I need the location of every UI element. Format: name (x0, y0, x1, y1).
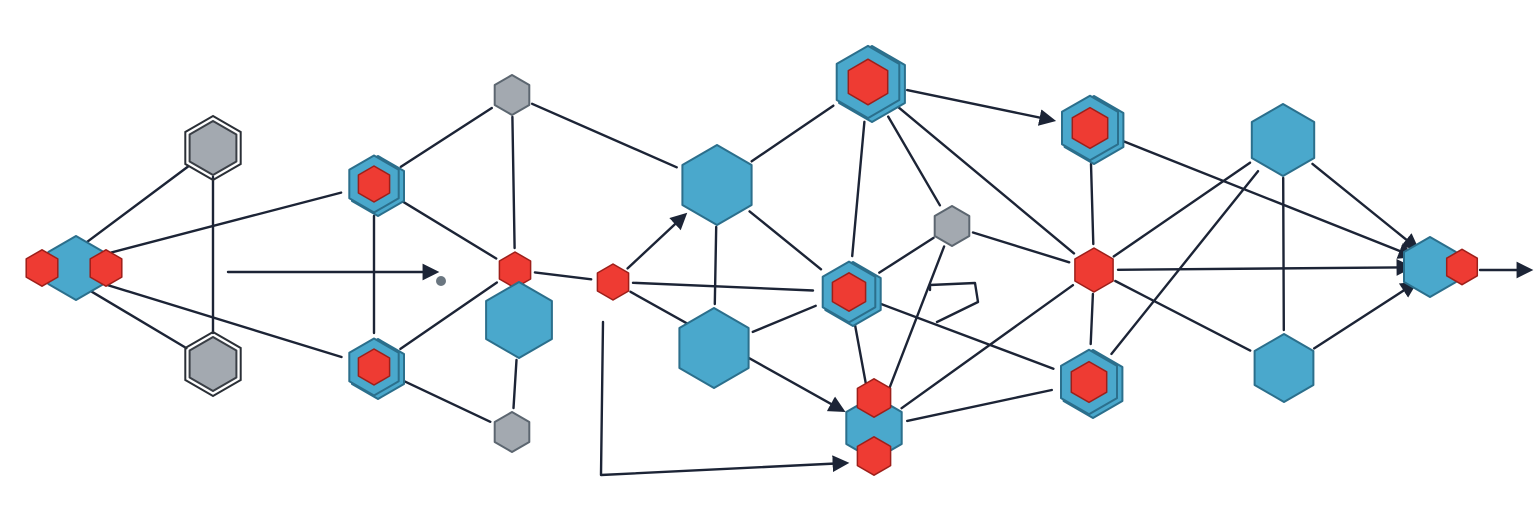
node-gray-bottom-left (184, 330, 242, 398)
edge-gm-hub (971, 231, 1071, 264)
node-cluster-bottom-center-red-bottom (856, 436, 892, 476)
edge-gm-bc (885, 245, 946, 396)
node-blue-top-right-hexagon (1250, 103, 1316, 177)
node-gray-top-mid-hexagon (493, 74, 531, 116)
edge-r2-bl1 (626, 212, 688, 270)
node-cluster-lower-left-red-center (357, 348, 391, 386)
edge-r2-mc (631, 281, 815, 292)
node-cluster-center-red-center (831, 272, 867, 312)
edge-bl1-tc (750, 104, 835, 163)
node-right-exit (1403, 236, 1479, 298)
edge-bc-hub (900, 284, 1075, 410)
node-red-hub-hexagon (1074, 247, 1114, 293)
node-cluster-top-right-red-center (1071, 106, 1109, 150)
junction-dot (436, 276, 446, 286)
edge-hub-lc (1089, 292, 1095, 346)
node-cluster-upper-left (348, 154, 405, 217)
edge-hub-end (1116, 259, 1414, 276)
node-gray-bottom-mid-hexagon (493, 411, 531, 453)
node-cluster-lower-right (1060, 348, 1124, 419)
node-gray-bottom-left-hexagon (188, 336, 238, 392)
edge-tc-gm (887, 115, 942, 207)
node-blue-mid-left (485, 281, 553, 359)
node-gray-top-left-outline (184, 114, 242, 182)
node-gray-top-mid (493, 74, 531, 116)
edge-b1-t2 (512, 358, 518, 410)
edge-bl1-mc (748, 210, 823, 271)
node-cluster-upper-left-red-center (357, 165, 391, 203)
edge-c2-r1 (399, 281, 499, 351)
node-cluster-center (821, 260, 882, 327)
edge-rc-end (1122, 140, 1416, 259)
node-blue-bottom-right (1253, 333, 1315, 403)
node-cluster-bottom-center (845, 378, 903, 476)
edge-c1-t1 (399, 106, 493, 168)
node-gray-top-left (184, 114, 242, 182)
edge-tc-mc (851, 120, 866, 258)
edge-tc-hub (897, 106, 1076, 255)
edge-hub-br1 (1112, 161, 1252, 258)
node-blue-top-right (1250, 103, 1316, 177)
edge-br2-end (1312, 281, 1418, 350)
node-gray-right-mid (933, 205, 971, 247)
node-blue-large-bottom (678, 307, 750, 389)
edge-bottom-loop (599, 320, 850, 477)
edge-lc-br1 (1110, 169, 1260, 356)
node-layer (25, 44, 1479, 476)
edge-bl1-bl2 (713, 225, 718, 306)
node-red-junction-1 (498, 251, 532, 289)
node-red-junction-2 (596, 263, 630, 301)
node-gray-right-mid-hexagon (933, 205, 971, 247)
node-cluster-top-center-red-center (847, 58, 889, 106)
node-blue-large-top (681, 144, 753, 226)
edge-l-g2 (74, 281, 188, 350)
edge-bc-lc (906, 388, 1054, 423)
node-red-junction-1-hexagon (498, 251, 532, 289)
edge-hub-br2 (1114, 279, 1252, 352)
node-red-junction-2-hexagon (596, 263, 630, 301)
node-cluster-lower-left (348, 337, 405, 400)
edge-t1-bl1 (530, 102, 678, 169)
edge-l-c1 (77, 191, 343, 263)
edge-r1-r2 (533, 271, 593, 281)
node-blue-mid-left-hexagon (485, 281, 553, 359)
node-blue-large-bottom-hexagon (678, 307, 750, 389)
node-blue-bottom-right-hexagon (1253, 333, 1315, 403)
edge-l-c2 (77, 275, 343, 359)
node-cluster-lower-right-red-center (1070, 360, 1108, 404)
edge-mc-lc (879, 302, 1055, 370)
node-gray-bottom-mid (493, 411, 531, 453)
edge-rc-hub (1089, 162, 1095, 246)
edge-c2-t2 (401, 379, 492, 423)
edge-t1-r1 (511, 115, 516, 250)
edge-tc-rc (906, 88, 1057, 126)
node-cluster-top-right (1061, 94, 1125, 165)
node-gray-bottom-left-outline (184, 330, 242, 398)
edge-l-g1 (73, 165, 190, 253)
node-gray-top-left-hexagon (188, 120, 238, 176)
edge-c1-r1 (400, 199, 498, 260)
edge-gm-mc (878, 236, 935, 274)
edge-center-elbow (928, 281, 980, 324)
edge-br1-br2 (1281, 176, 1286, 332)
node-red-hub (1074, 247, 1114, 293)
node-left-entry-red-left (25, 249, 59, 287)
node-blue-large-top-hexagon (681, 144, 753, 226)
node-cluster-top-center (835, 44, 906, 123)
node-cluster-bottom-center-red-top (856, 378, 892, 418)
node-right-exit-red (1445, 248, 1479, 286)
edge-bl2-mc (751, 304, 817, 334)
node-left-entry-red-right (89, 249, 123, 287)
node-left-entry (25, 235, 123, 301)
edge-br1-end (1311, 162, 1420, 251)
edge-mc-bc (853, 324, 869, 394)
